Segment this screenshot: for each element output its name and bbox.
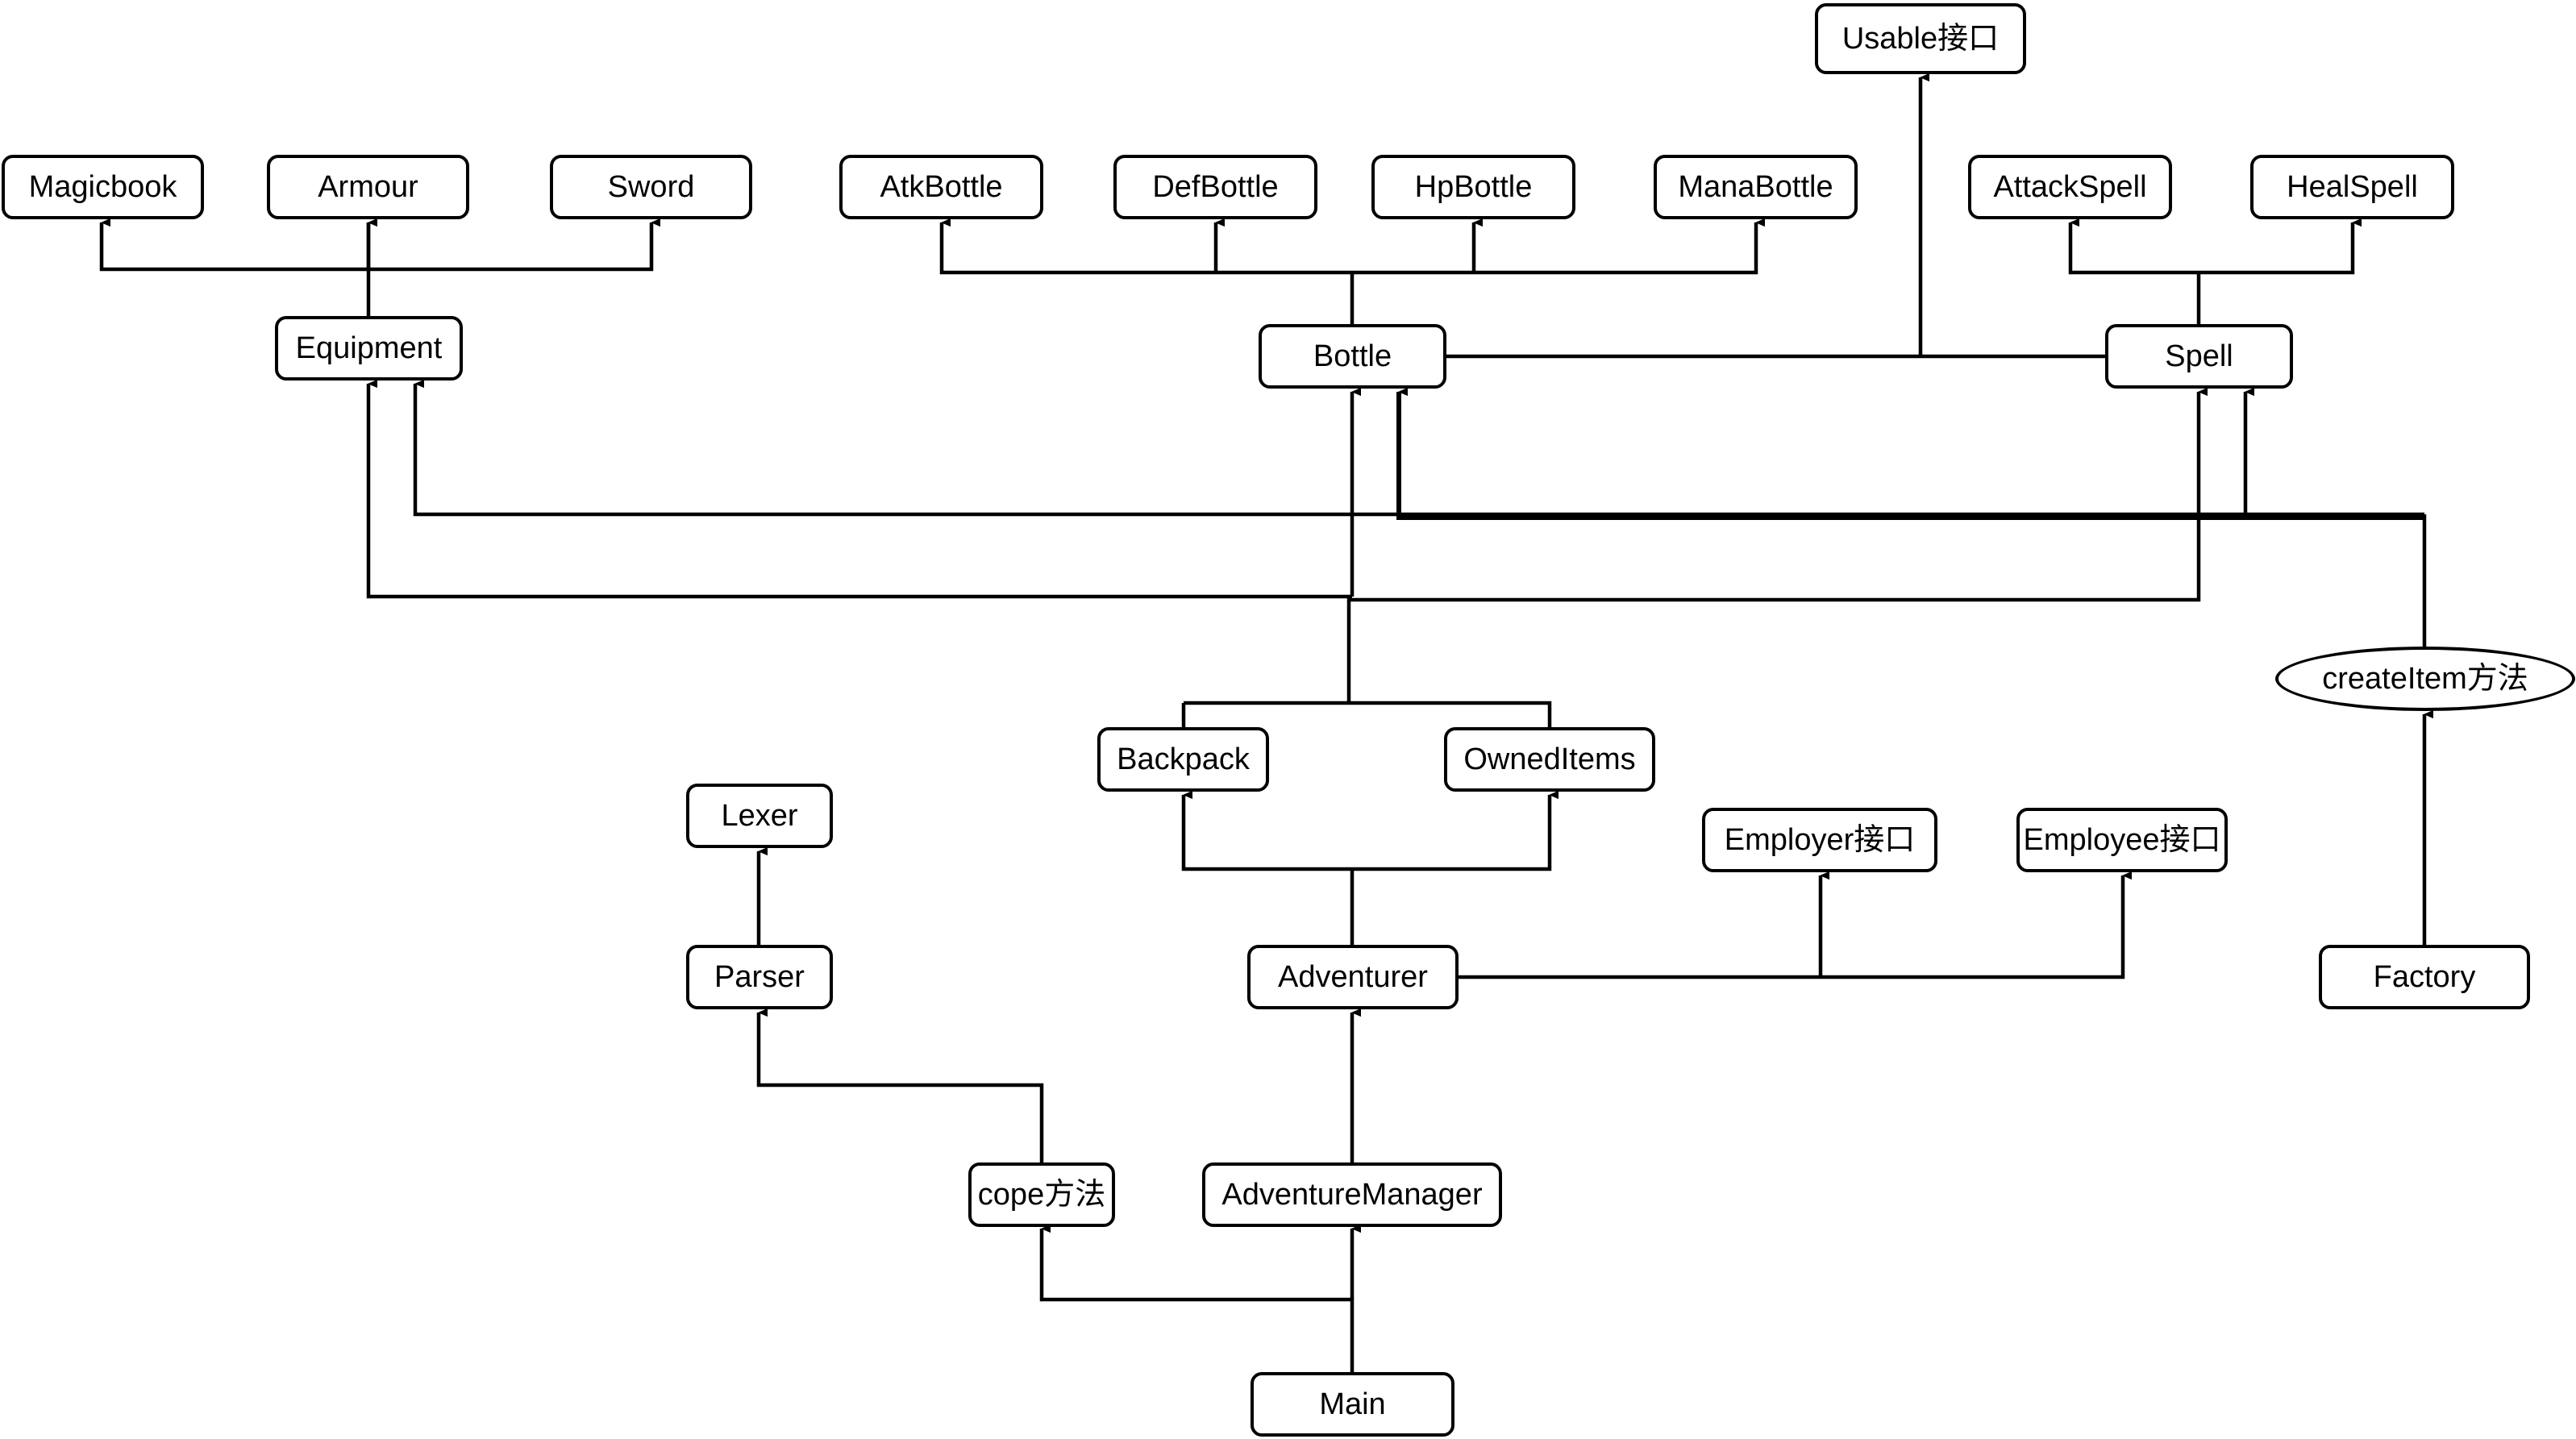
node-factory: Factory: [2319, 945, 2530, 1009]
node-spell: Spell: [2105, 324, 2293, 389]
node-parser: Parser: [686, 945, 833, 1009]
edge-equipment-sword: [368, 223, 651, 272]
edge-items-equipment: [366, 384, 1352, 599]
node-main: Main: [1251, 1372, 1454, 1437]
node-armour: Armour: [267, 155, 469, 219]
edge-items-bar: [1184, 701, 1552, 730]
node-defbottle: DefBottle: [1113, 155, 1317, 219]
node-hpbottle: HpBottle: [1371, 155, 1575, 219]
node-owneditems: OwnedItems: [1444, 727, 1655, 792]
node-cope-method: cope方法: [968, 1162, 1115, 1227]
node-lexer: Lexer: [686, 784, 833, 848]
edge-create-bottle: [1396, 392, 2424, 520]
node-healspell: HealSpell: [2250, 155, 2454, 219]
node-attackspell: AttackSpell: [1968, 155, 2172, 219]
edge-bottle-atk: [939, 223, 1352, 275]
node-usable-interface: Usable接口: [1815, 3, 2026, 74]
edge-equipment-magicbook: [99, 223, 368, 272]
edge-spell-attack: [2068, 223, 2199, 275]
edge-cope-parser: [756, 1013, 1044, 1162]
edge-main-up: [1039, 1229, 1355, 1372]
edge-bottle-mana: [1352, 223, 1756, 275]
edge-spell-heal: [2199, 223, 2353, 275]
node-atkbottle: AtkBottle: [839, 155, 1043, 219]
edge-adventurer-backpack: [1181, 795, 1352, 871]
node-backpack: Backpack: [1097, 727, 1269, 792]
edge-items-spell: [1349, 392, 2199, 602]
edge-create-equipment: [413, 384, 2424, 517]
node-manabottle: ManaBottle: [1654, 155, 1858, 219]
node-sword: Sword: [550, 155, 752, 219]
node-adventuremanager: AdventureManager: [1202, 1162, 1502, 1227]
node-bottle: Bottle: [1259, 324, 1446, 389]
node-employer-interface: Employer接口: [1702, 808, 1937, 872]
edge-adventurer-owned: [1352, 795, 1550, 871]
node-employee-interface: Employee接口: [2016, 808, 2228, 872]
edge-adventurer-right: [1458, 875, 2123, 979]
node-equipment: Equipment: [275, 316, 463, 381]
node-adventurer: Adventurer: [1247, 945, 1459, 1009]
node-createitem-method: createItem方法: [2275, 647, 2575, 711]
node-magicbook: Magicbook: [2, 155, 204, 219]
